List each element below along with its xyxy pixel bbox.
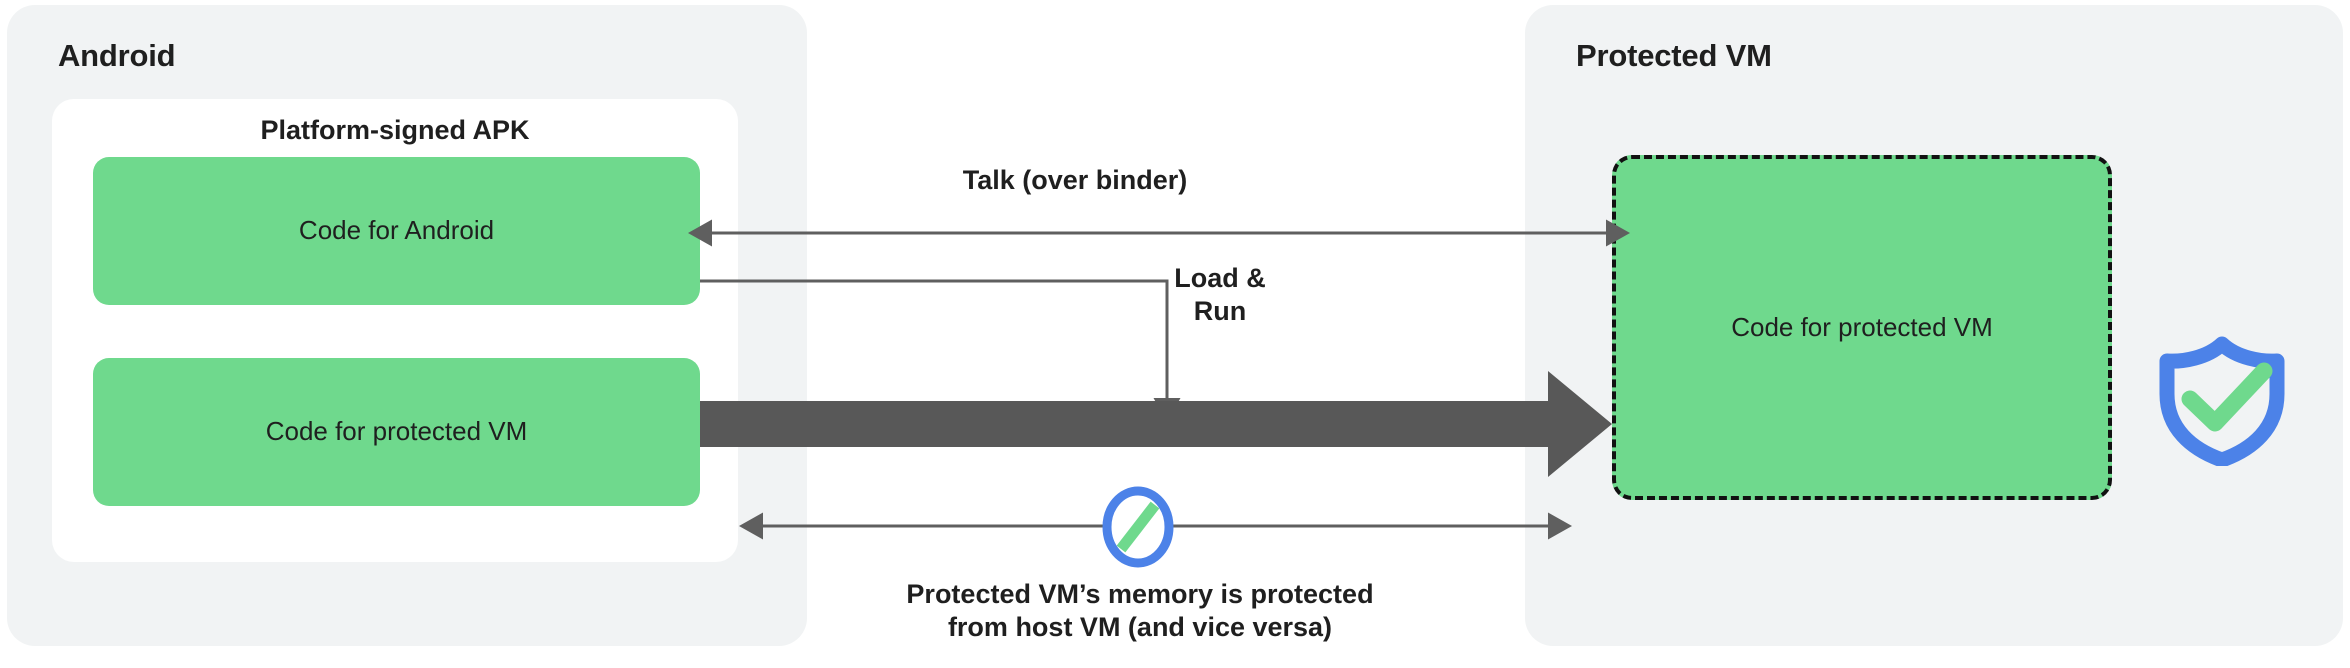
load-transfer-thick-arrow [700,371,1612,477]
shield-check-icon [2157,336,2287,468]
platform-signed-apk-title: Platform-signed APK [260,115,530,145]
talk-over-binder-label: Talk (over binder) [962,165,1188,195]
android-panel-title: Android [58,38,176,73]
code-for-protected-vm-box[interactable]: Code for protected VM [93,358,700,506]
load-and-run-label: Load & Run [1174,263,1266,326]
code-for-protected-vm-guest-label: Code for protected VM [1731,311,1993,342]
code-for-protected-vm-label: Code for protected VM [265,416,528,447]
memory-isolation-label: Protected VM’s memory is protected from … [906,579,1374,642]
prohibition-icon [1100,486,1176,568]
protected-vm-panel-title: Protected VM [1576,38,1772,73]
code-for-android-label: Code for Android [298,215,495,246]
code-for-android-box[interactable]: Code for Android [93,157,700,305]
code-for-protected-vm-guest-box[interactable]: Code for protected VM [1612,155,2112,500]
